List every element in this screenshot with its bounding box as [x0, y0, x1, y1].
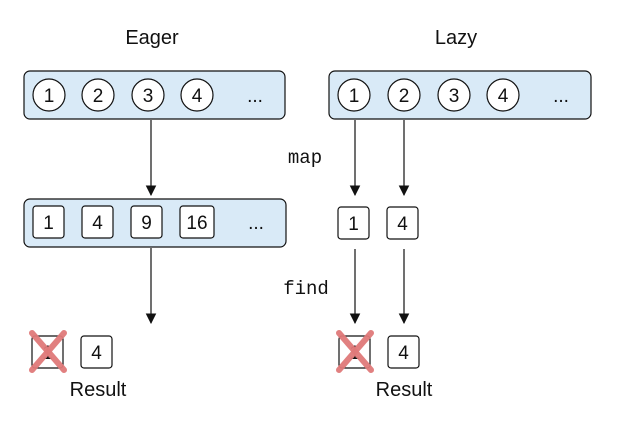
eager-source-item [32, 78, 66, 112]
eager-mapped-item [179, 205, 215, 239]
eager-source-item-label: 3 [143, 86, 154, 107]
eager-source-item-label: 2 [93, 86, 104, 107]
eager-result: 1 4 Result [29, 330, 127, 401]
eager-source-item-label: 4 [192, 86, 203, 107]
eager-mapped-item-label: 4 [92, 213, 103, 234]
lazy-source-item [437, 78, 471, 112]
lazy-result: 1 4 Result [336, 330, 433, 401]
eager-mapped-item-label: 1 [43, 213, 54, 234]
lazy-source-collection: 1 2 3 4 ... [328, 70, 592, 120]
lazy-mapped-item-label: 4 [397, 214, 408, 235]
lazy-source-item-label: 4 [498, 86, 509, 107]
eager-mapped-ellipsis: ... [248, 213, 264, 234]
eager-mapped-collection: 1 4 9 16 ... [23, 198, 287, 248]
lazy-source-ellipsis: ... [553, 86, 569, 107]
lazy-result-item-label: 4 [398, 343, 409, 364]
eager-result-label: Result [70, 379, 127, 401]
eager-mapped-item-label: 16 [186, 213, 207, 234]
lazy-title: Lazy [435, 27, 477, 49]
lazy-source-item-label: 3 [449, 86, 460, 107]
eager-mapped-item [130, 205, 163, 239]
lazy-source-item-label: 1 [349, 86, 360, 107]
eager-source-item-label: 1 [44, 86, 55, 107]
eager-result-item-label: 4 [91, 343, 102, 364]
lazy-mapped-item [386, 206, 419, 240]
eager-mapped-item [32, 205, 65, 239]
eager-source-item [81, 78, 115, 112]
eager-source-item [180, 78, 214, 112]
eager-source-collection: 1 2 3 4 ... [23, 70, 286, 120]
lazy-result-item [387, 335, 420, 369]
lazy-cross-icon [336, 330, 374, 373]
lazy-source-item-label: 2 [399, 86, 410, 107]
eager-mapped-item-label: 9 [141, 213, 152, 234]
lazy-source-item [337, 78, 371, 112]
eager-result-item [80, 335, 113, 369]
eager-source-ellipsis: ... [247, 86, 263, 107]
lazy-mapped-item-label: 1 [348, 214, 359, 235]
lazy-source-item [387, 78, 421, 112]
eager-cross-icon [29, 330, 67, 373]
lazy-source-item [486, 78, 520, 112]
eager-mapped-item [81, 205, 114, 239]
lazy-mapped-item [337, 206, 370, 240]
eager-title: Eager [125, 27, 179, 49]
eager-source-item [131, 78, 165, 112]
lazy-result-label: Result [376, 379, 433, 401]
lazy-mapped-items: 1 4 [337, 206, 419, 240]
map-operation-label: map [288, 147, 322, 169]
find-operation-label: find [283, 278, 329, 300]
